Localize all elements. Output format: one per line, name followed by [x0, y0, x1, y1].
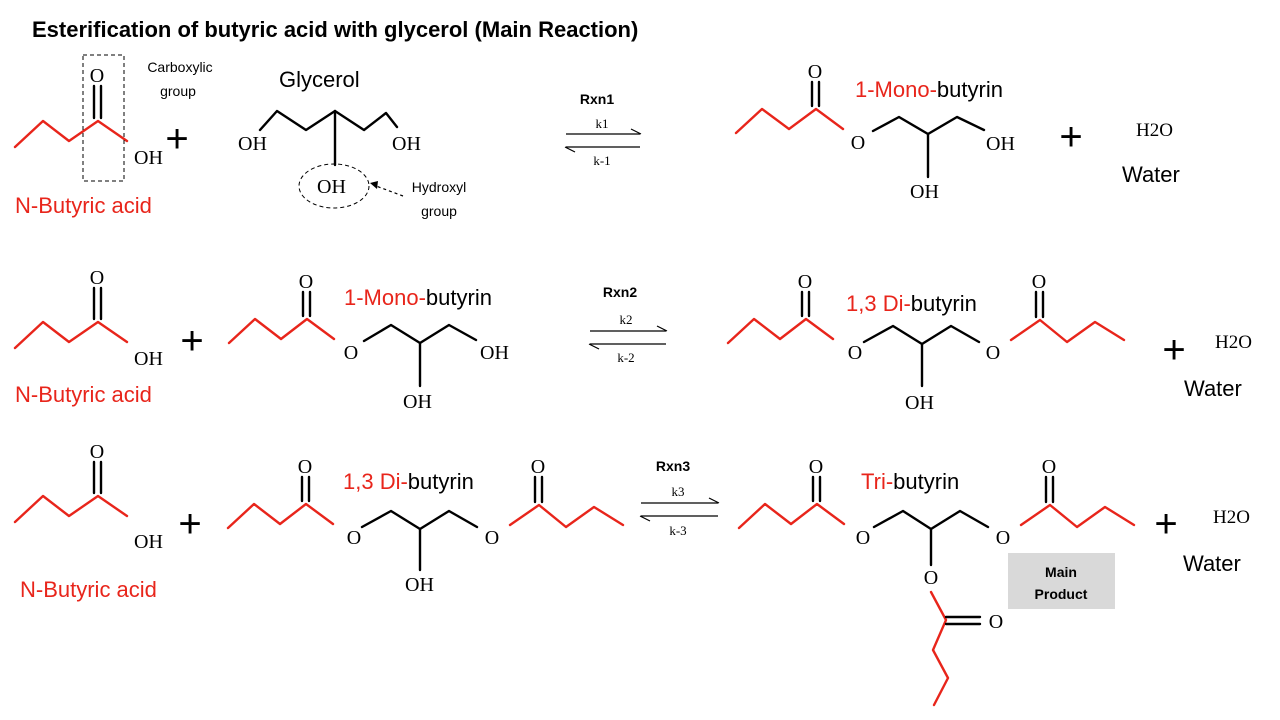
acid-name-3: N-Butyric acid [20, 577, 157, 602]
plus-sign: + [1154, 502, 1177, 546]
product-name-1: 1-Mono-butyrin [855, 77, 1003, 102]
hydroxyl-label-2: group [421, 203, 457, 219]
atom-o: O [848, 342, 862, 364]
atom-oh: OH [905, 392, 934, 414]
water-formula: H2O [1213, 507, 1250, 528]
plus-sign: + [178, 502, 201, 546]
atom-o: O [986, 342, 1000, 364]
product-name-3: Tri-butyrin [861, 469, 959, 494]
atom-o: O [996, 527, 1010, 549]
atom-o: O [90, 65, 104, 87]
dibutyrin-molecule-1: O O O O OH [726, 271, 1126, 414]
page-title: Esterification of butyric acid with glyc… [32, 17, 638, 42]
atom-oh: OH [134, 147, 163, 169]
atom-o: O [90, 267, 104, 289]
plus-sign: + [165, 117, 188, 161]
atom-oh: OH [403, 391, 432, 413]
rxn3-label: Rxn3 [656, 458, 690, 474]
water-label-1: Water [1122, 162, 1180, 187]
monobutyrin-molecule-1: O O OH OH [734, 61, 1015, 203]
water-formula: H2O [1136, 120, 1173, 141]
glycerol-name: Glycerol [279, 67, 360, 92]
acid-name-2: N-Butyric acid [15, 382, 152, 407]
atom-oh: OH [238, 133, 267, 155]
water-formula: H2O [1215, 332, 1252, 353]
water-label-2: Water [1184, 376, 1242, 401]
atom-o: O [989, 611, 1003, 633]
main-product-label-2: Product [1035, 586, 1088, 602]
atom-oh: OH [910, 181, 939, 203]
rxn2-k-forward: k2 [620, 312, 633, 327]
rxn2-label: Rxn2 [603, 284, 637, 300]
butyric-acid-molecule-3: O OH [13, 441, 163, 553]
product-name-2: 1,3 Di-butyrin [846, 291, 977, 316]
rxn1-label: Rxn1 [580, 91, 614, 107]
atom-o: O [485, 527, 499, 549]
hydroxyl-pointer [375, 185, 404, 197]
atom-o: O [851, 132, 865, 154]
tributyrin-molecule: O O O O O O [737, 456, 1136, 707]
acid-name-1: N-Butyric acid [15, 193, 152, 218]
atom-o: O [90, 441, 104, 463]
main-product-label-1: Main [1045, 564, 1077, 580]
rxn3-k-reverse: k-3 [669, 523, 686, 538]
atom-o: O [798, 271, 812, 293]
reactant-name-2: 1-Mono-butyrin [344, 285, 492, 310]
atom-o: O [856, 527, 870, 549]
atom-oh: OH [986, 133, 1015, 155]
atom-oh: OH [317, 176, 346, 198]
atom-o: O [298, 456, 312, 478]
atom-oh: OH [134, 348, 163, 370]
atom-oh: OH [392, 133, 421, 155]
hydroxyl-pointer-head [370, 181, 378, 189]
atom-o: O [809, 456, 823, 478]
atom-o: O [299, 271, 313, 293]
butyric-acid-molecule-1: O OH [13, 65, 163, 169]
hydroxyl-group-circle [298, 163, 370, 209]
butyric-acid-molecule-2: O OH [13, 267, 163, 370]
atom-o: O [924, 567, 938, 589]
dibutyrin-molecule-2: O O O O OH [226, 456, 625, 596]
water-label-3: Water [1183, 551, 1241, 576]
atom-o: O [1042, 456, 1056, 478]
atom-oh: OH [480, 342, 509, 364]
rxn2-k-reverse: k-2 [617, 350, 634, 365]
atom-o: O [1032, 271, 1046, 293]
atom-o: O [347, 527, 361, 549]
plus-sign: + [180, 319, 203, 363]
atom-o: O [344, 342, 358, 364]
atom-oh: OH [134, 531, 163, 553]
hydroxyl-label-1: Hydroxyl [412, 179, 466, 195]
monobutyrin-molecule-2: O O OH OH [227, 271, 509, 413]
main-product-badge [1008, 553, 1115, 609]
atom-o: O [531, 456, 545, 478]
glycerol-molecule: OH OH OH [238, 109, 421, 198]
rxn1-k-reverse: k-1 [593, 153, 610, 168]
carboxylic-label-1: Carboxylic [147, 59, 212, 75]
carboxylic-label-2: group [160, 83, 196, 99]
reactant-name-3: 1,3 Di-butyrin [343, 469, 474, 494]
rxn1-k-forward: k1 [596, 116, 609, 131]
atom-oh: OH [405, 574, 434, 596]
plus-sign: + [1059, 115, 1082, 159]
rxn3-k-forward: k3 [672, 484, 685, 499]
plus-sign: + [1162, 328, 1185, 372]
atom-o: O [808, 61, 822, 83]
